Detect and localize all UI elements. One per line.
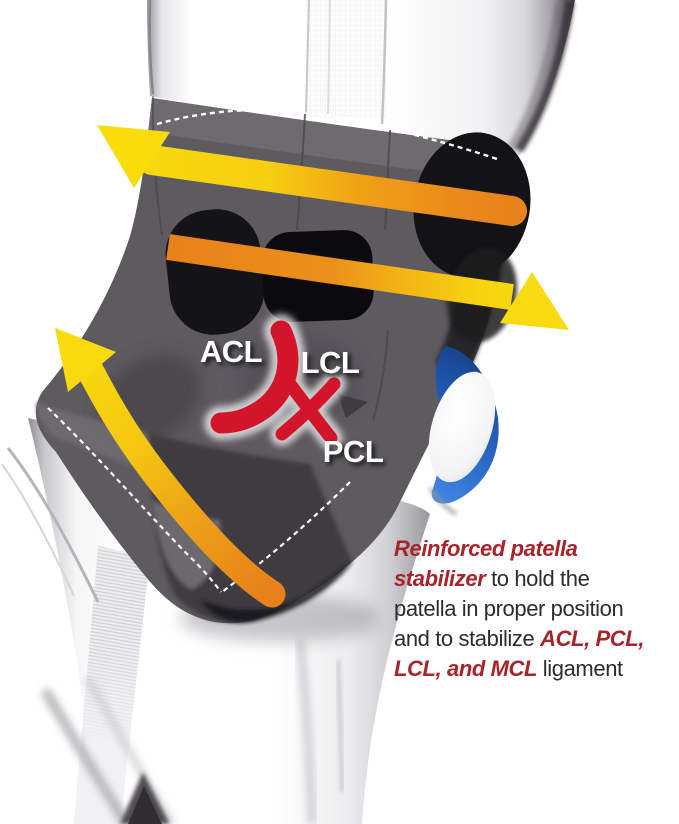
- arrow-upper-left-head: [97, 125, 170, 188]
- calf-shade-a: [40, 687, 131, 824]
- caption-line-5: LCL, and MCL ligament: [394, 654, 679, 684]
- patella-stabilizer: [428, 346, 499, 516]
- straps: [55, 125, 569, 608]
- caption-line-4-emphasis: ACL, PCL,: [540, 626, 645, 651]
- thigh-crease-mid: [327, 0, 331, 115]
- arrow-right-head: [500, 272, 569, 330]
- sock-rib-fade: [74, 546, 150, 824]
- fold-arrow-shadow: [338, 394, 368, 418]
- caption-line-3: patella in proper position: [394, 594, 679, 624]
- caption-line-5-text: ligament: [537, 656, 623, 681]
- brace-top-band: [148, 98, 510, 182]
- brace-seam-lower: [372, 329, 389, 421]
- patella-opening: [428, 371, 496, 483]
- ligament-labels: ACL LCL PCL: [200, 334, 384, 469]
- strap-upper-band: [137, 145, 527, 226]
- caption-line-3-text: patella in proper position: [394, 596, 624, 621]
- thigh-crease-left: [305, 0, 310, 113]
- calf-right-edge: [295, 639, 317, 824]
- arrow-lower-left-head: [55, 328, 116, 392]
- strap-lower-band: [76, 356, 286, 608]
- acl-curve-mark: [210, 320, 299, 434]
- caption-line-2: stabilizer to hold the: [394, 564, 679, 594]
- thigh-left-edge: [148, 0, 155, 95]
- caption-line-2-text: to hold the: [485, 566, 590, 591]
- pcl-label: PCL: [323, 434, 384, 469]
- cross-mark-stroke2: [275, 377, 341, 441]
- caption-line-1-emphasis: Reinforced patella: [394, 536, 578, 561]
- caption-line-5-emphasis: LCL, and MCL: [394, 656, 538, 681]
- ligament-marks: [204, 314, 346, 450]
- calf-notch: [128, 786, 162, 824]
- caption-line-4-text: and to stabilize: [394, 626, 541, 651]
- thigh: [147, 0, 575, 155]
- cuff-bottom-shadow: [200, 562, 352, 623]
- acl-label: ACL: [200, 334, 262, 369]
- thigh-mesh-panel: [306, 0, 386, 118]
- caption-line-4: and to stabilize ACL, PCL,: [394, 624, 679, 654]
- thigh-crease-right: [380, 0, 388, 125]
- shin-contour-a: [6, 447, 100, 603]
- caption-block: Reinforced patella stabilizer to hold th…: [394, 534, 679, 684]
- stitch-line-cuff-left: [47, 407, 222, 593]
- thigh-right-edge-dark: [515, 1, 575, 153]
- thigh-right-edge-soft: [507, 3, 565, 151]
- strap-middle-band: [166, 234, 514, 310]
- calf-outer-line: [336, 659, 344, 793]
- shin-contour-b: [1, 463, 75, 597]
- caption-line-1: Reinforced patella: [394, 534, 679, 564]
- calf-shade-b: [84, 676, 176, 824]
- stitch-line-top: [156, 108, 501, 162]
- stabilizer-under-curve: [428, 486, 458, 516]
- lcl-label: LCL: [301, 345, 360, 380]
- caption-line-2-emphasis: stabilizer: [394, 566, 486, 591]
